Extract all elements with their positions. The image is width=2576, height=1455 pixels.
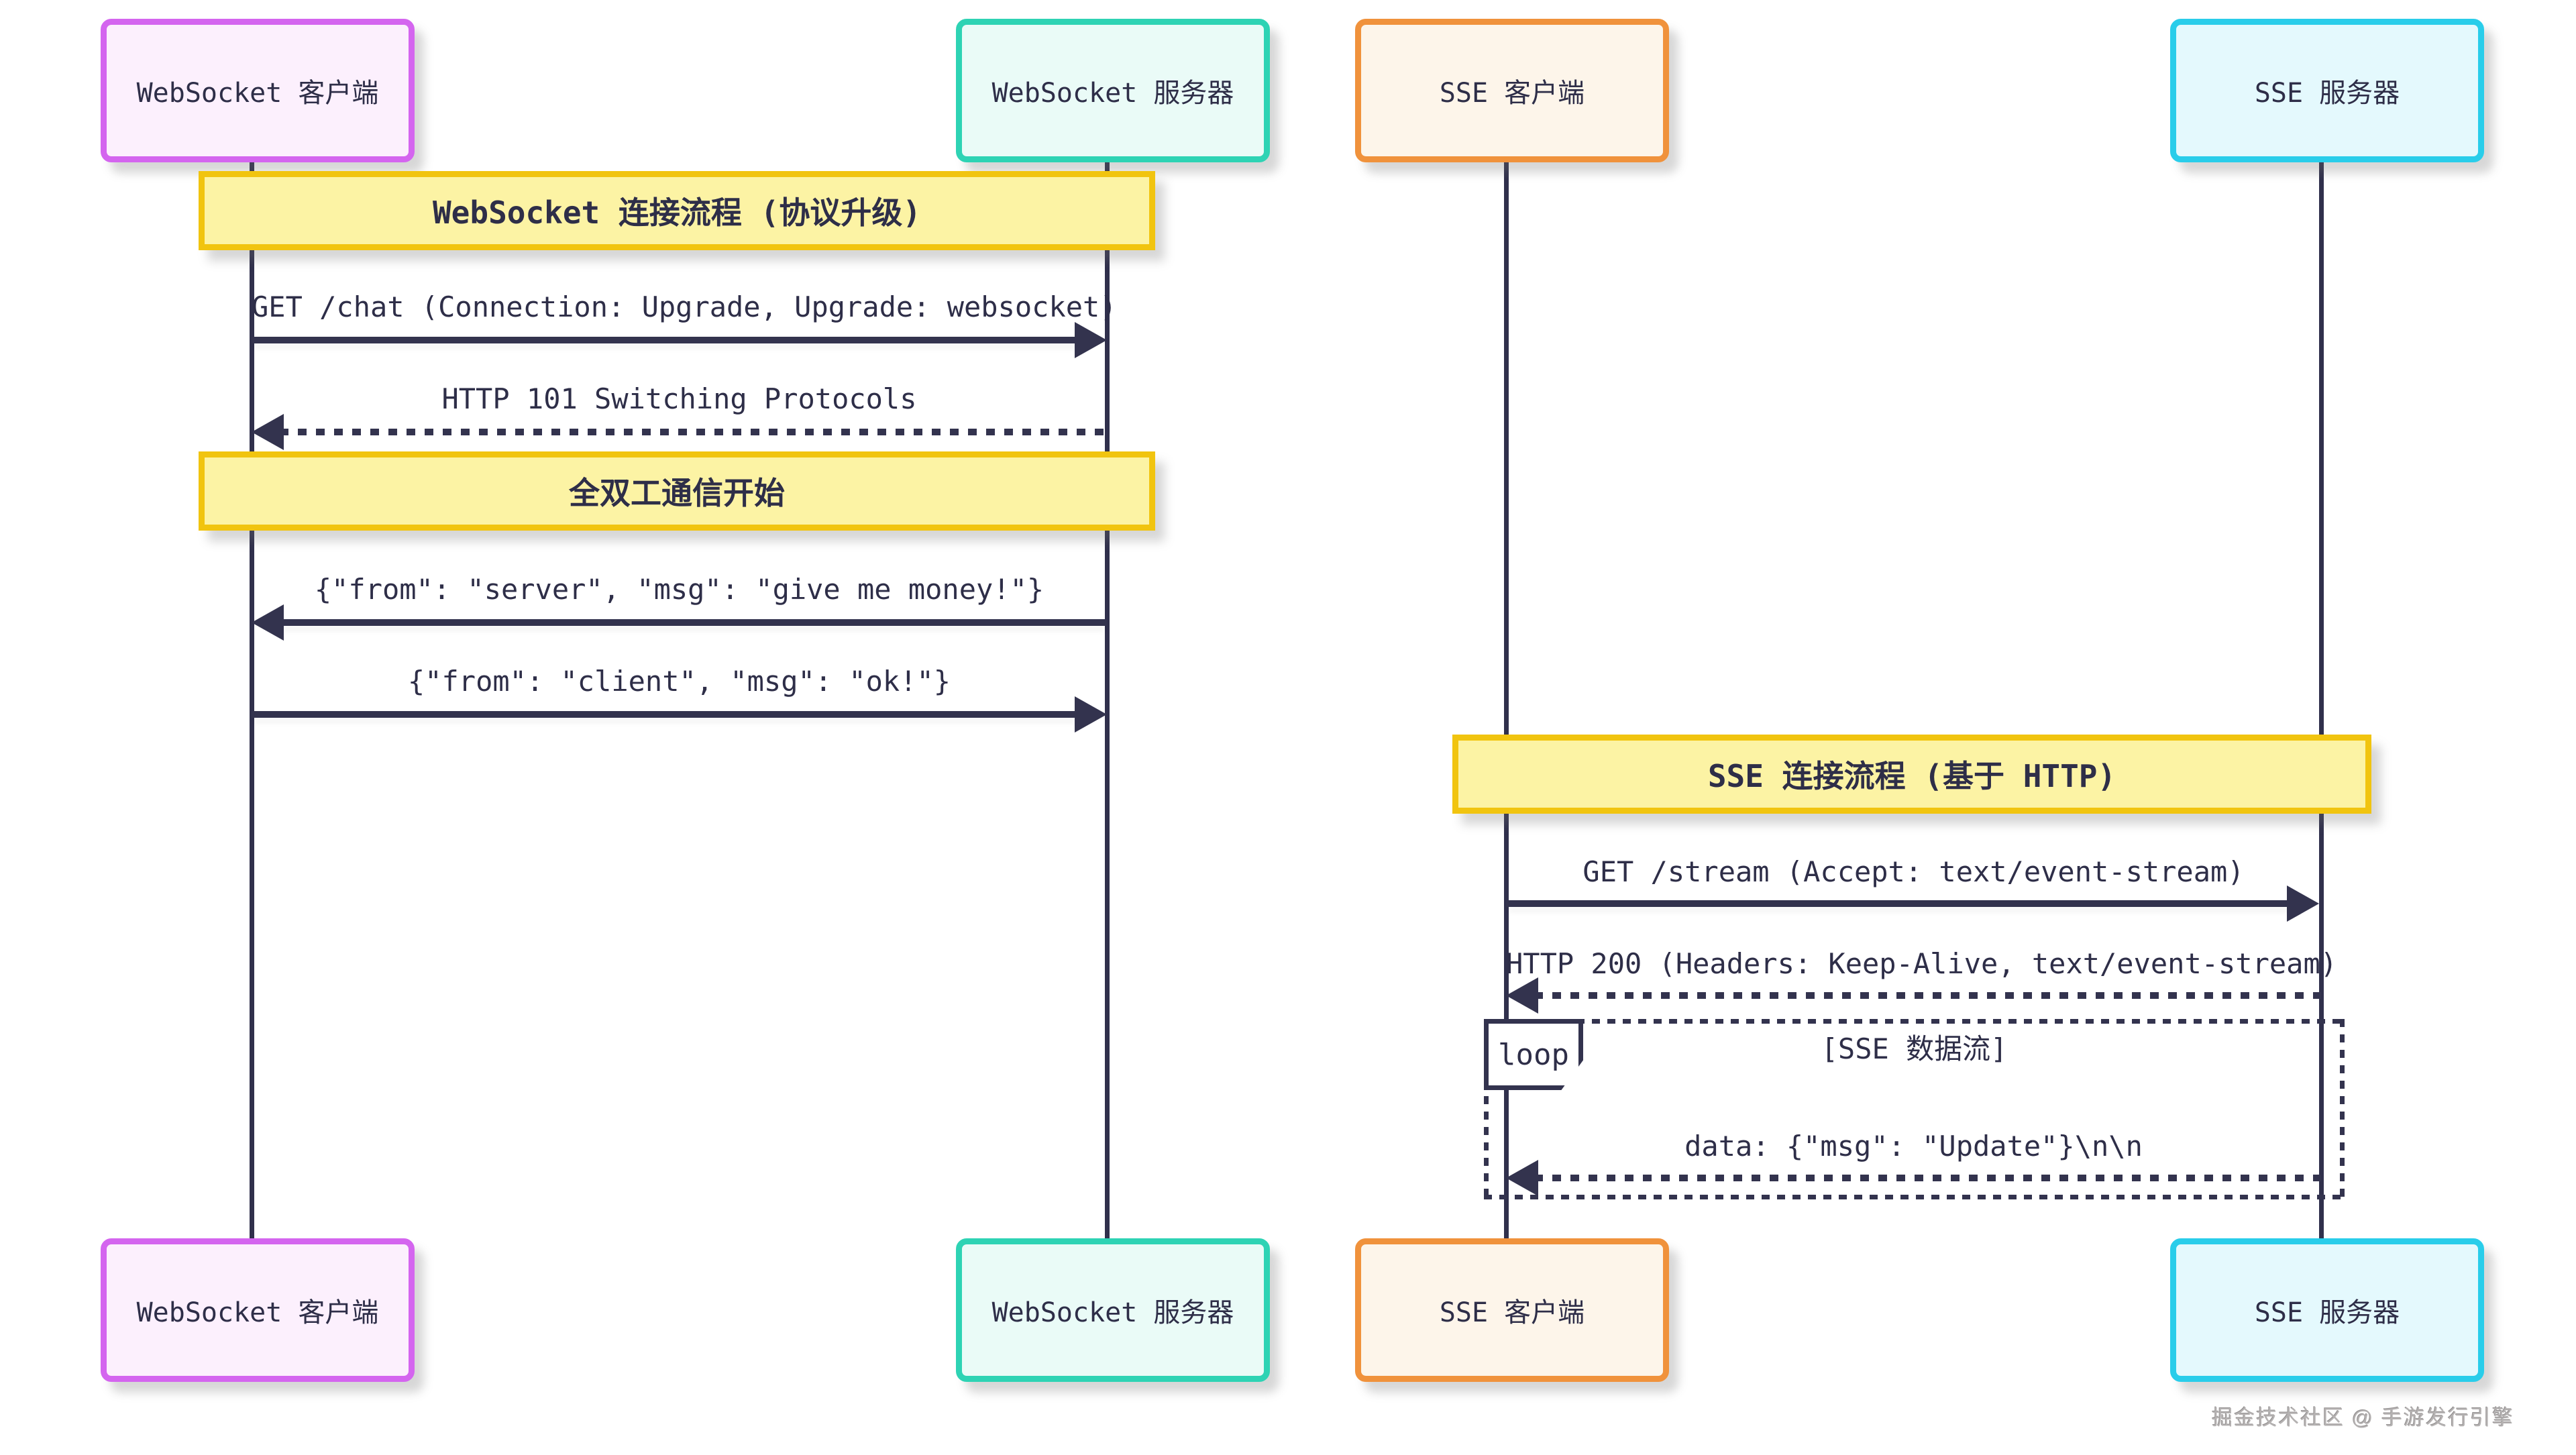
message-ws-client-msg-label: {"from": "client", "msg": "ok!"} xyxy=(407,665,951,698)
note-sse-flow: SSE 连接流程 (基于 HTTP) xyxy=(1452,735,2371,814)
arrowhead-right-icon xyxy=(2287,885,2319,922)
watermark: 掘金技术社区 @ 手游发行引擎 xyxy=(2212,1406,2514,1430)
message-ws-101-label: HTTP 101 Switching Protocols xyxy=(441,382,917,415)
note-ws-duplex: 全双工通信开始 xyxy=(199,451,1155,531)
actor-sse-client-bottom: SSE 客户端 xyxy=(1355,1238,1669,1382)
loop-title: [SSE 数据流] xyxy=(1821,1032,2008,1065)
actor-ws-server-bottom: WebSocket 服务器 xyxy=(956,1238,1270,1382)
loop-border-top xyxy=(1484,1019,2345,1024)
actor-ws-server-top: WebSocket 服务器 xyxy=(956,19,1270,162)
arrowhead-left-icon xyxy=(1506,977,1538,1014)
lifeline-ws-client xyxy=(250,150,254,1240)
message-ws-get-line xyxy=(252,337,1079,343)
message-sse-get-line xyxy=(1506,900,2293,907)
message-sse-get-label: GET /stream (Accept: text/event-stream) xyxy=(1582,855,2245,888)
message-sse-data-line xyxy=(1534,1175,2321,1181)
loop-border-bottom xyxy=(1484,1195,2345,1199)
actor-sse-server-bottom: SSE 服务器 xyxy=(2170,1238,2484,1382)
actor-sse-client-top: SSE 客户端 xyxy=(1355,19,1669,162)
message-sse-200-label: HTTP 200 (Headers: Keep-Alive, text/even… xyxy=(1506,947,2338,980)
actor-ws-client-top: WebSocket 客户端 xyxy=(101,19,415,162)
arrowhead-right-icon xyxy=(1075,322,1107,358)
message-sse-200-line xyxy=(1534,992,2321,999)
actor-ws-client-bottom: WebSocket 客户端 xyxy=(101,1238,415,1382)
message-ws-101-line xyxy=(280,429,1107,435)
note-ws-handshake: WebSocket 连接流程 (协议升级) xyxy=(199,171,1155,250)
actor-sse-server-top: SSE 服务器 xyxy=(2170,19,2484,162)
lifeline-sse-client xyxy=(1504,150,1509,1240)
arrowhead-left-icon xyxy=(252,604,284,641)
loop-border-left xyxy=(1484,1019,1489,1199)
message-ws-server-msg-label: {"from": "server", "msg": "give me money… xyxy=(314,573,1044,606)
arrowhead-left-icon xyxy=(1506,1160,1538,1196)
message-ws-get-label: GET /chat (Connection: Upgrade, Upgrade:… xyxy=(252,290,1117,323)
loop-label: loop xyxy=(1484,1019,1583,1090)
message-ws-server-msg-line xyxy=(280,619,1107,626)
arrowhead-right-icon xyxy=(1075,696,1107,733)
lifeline-ws-server xyxy=(1105,150,1110,1240)
message-ws-client-msg-line xyxy=(252,711,1079,718)
message-sse-data-label: data: {"msg": "Update"}\n\n xyxy=(1684,1130,2143,1163)
lifeline-sse-server xyxy=(2319,150,2324,1240)
loop-border-right xyxy=(2340,1019,2345,1199)
arrowhead-left-icon xyxy=(252,414,284,450)
